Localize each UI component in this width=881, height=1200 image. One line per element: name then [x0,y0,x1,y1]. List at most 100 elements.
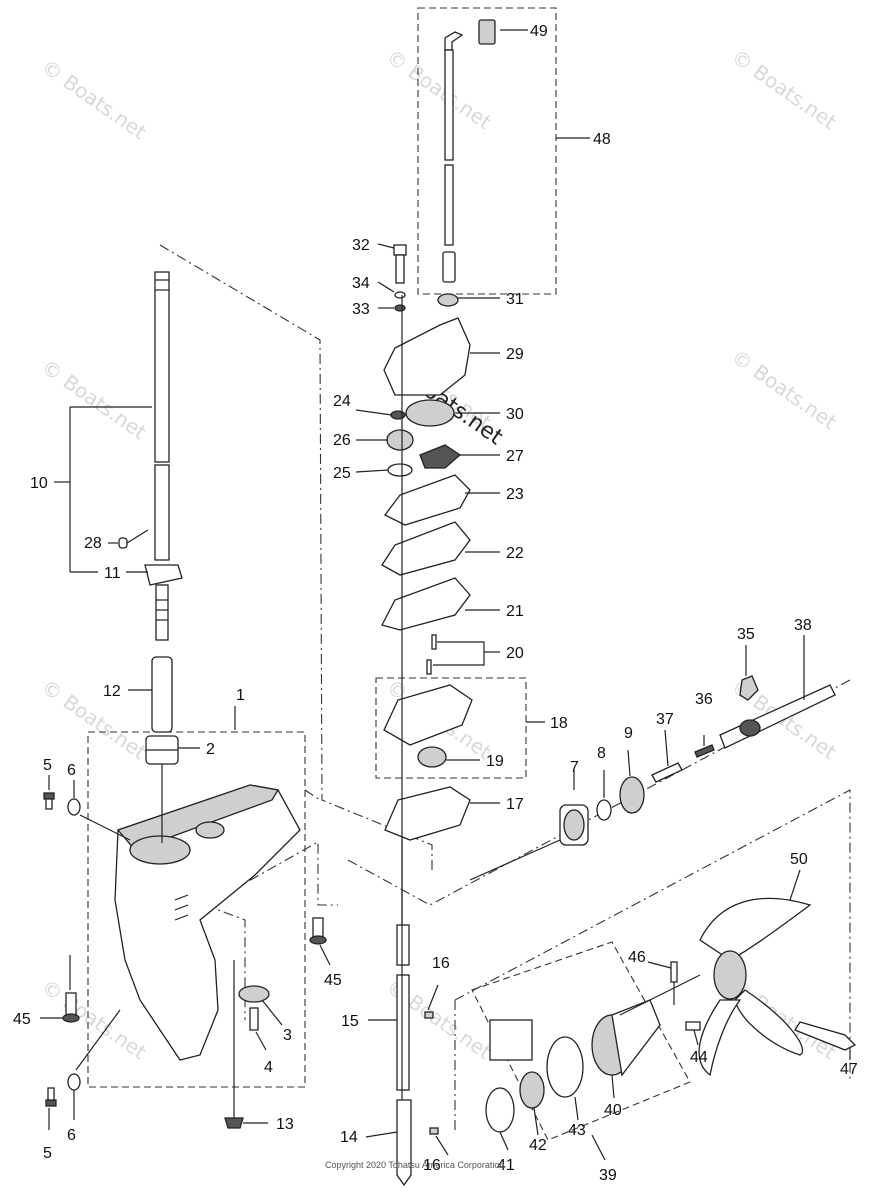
callout-25: 25 [333,465,351,482]
assembly-lines [159,244,851,1130]
liner-30 [405,399,455,427]
callout-21: 21 [506,603,524,620]
clip-49 [478,19,496,45]
callout-1: 1 [236,687,245,704]
sleeve-12 [151,656,173,733]
gasket-23 [384,474,471,526]
callout-2: 2 [206,741,215,758]
pin-28 [118,537,128,549]
washer-6a [67,798,81,816]
bolt-45a [62,992,80,1023]
callout-37: 37 [656,711,674,728]
shift-rod-upper [396,924,410,966]
callout-17: 17 [506,796,524,813]
callout-3: 3 [283,1027,292,1044]
shift-cam-14 [396,1099,412,1187]
bolt-45b [309,917,327,945]
callout-27: 27 [506,448,524,465]
callout-12: 12 [103,683,121,700]
bolt-4 [249,1007,259,1031]
callout-47: 47 [840,1061,858,1078]
propeller-50 [698,897,812,1077]
callout-6a: 6 [67,762,76,779]
gear-case [114,784,301,1061]
callout-7: 7 [570,759,579,776]
pin-16a [424,1011,434,1019]
collar-3 [238,985,270,1003]
leader-lines [40,29,851,1161]
washer-6b [67,1073,81,1091]
callout-48: 48 [593,131,611,148]
pin-16b [429,1127,439,1135]
bearing-7 [559,804,589,846]
clutch-35 [739,675,759,701]
callout-14: 14 [340,1129,358,1146]
callout-18: 18 [550,715,568,732]
watermark: © Boats.net [727,344,841,434]
washer-34 [394,291,406,299]
spring-36 [694,744,715,758]
callout-30: 30 [506,406,524,423]
pump-bolt-32 [393,244,407,284]
callout-24: 24 [333,393,351,410]
callout-34: 34 [352,275,370,292]
gasket-21 [381,577,471,631]
callout-6b: 6 [67,1127,76,1144]
copyright-text: Copyright 2020 Tohatsu America Corporati… [325,1160,504,1170]
watermark: © Boats.net [37,54,151,144]
callout-36: 36 [695,691,713,708]
callout-13: 13 [276,1116,294,1133]
watermark: © Boats.net [37,354,151,444]
pump-base-18 [383,684,473,746]
seal-19 [417,746,447,768]
callout-5b: 5 [43,1145,52,1162]
callout-31: 31 [506,291,524,308]
callout-46: 46 [628,949,646,966]
callout-29: 29 [506,346,524,363]
grommet-31 [437,293,459,307]
callout-43: 43 [568,1122,586,1139]
plate-22 [381,521,471,576]
group-box-48 [417,7,557,295]
drive-shaft [144,271,183,641]
pin-20a [431,634,437,650]
watermark: © Boats.net [727,44,841,134]
group-box-18 [375,677,527,779]
callout-4: 4 [264,1059,273,1076]
bolt-44 [685,1021,701,1031]
bolt-5a [43,792,55,810]
callouts: 1 2 3 4 5 5 6 6 7 8 9 10 11 12 13 14 15 … [13,23,858,1184]
o-ring-43 [546,1036,584,1098]
watermark: © Boats.net [37,674,151,764]
bearing-2 [145,735,179,765]
callout-10: 10 [30,475,48,492]
pin-46 [670,961,678,983]
callout-16a: 16 [432,955,450,972]
seal-26 [386,429,414,451]
callout-26: 26 [333,432,351,449]
callout-15: 15 [341,1013,359,1030]
callout-16b: 16 [423,1157,441,1174]
nut-13 [224,1117,244,1129]
washer-24 [390,410,406,420]
callout-44: 44 [690,1049,708,1066]
callout-39: 39 [599,1167,617,1184]
callout-23: 23 [506,486,524,503]
callout-49: 49 [530,23,548,40]
callout-20: 20 [506,645,524,662]
callout-9: 9 [624,725,633,742]
watermark: © Boats.net [37,974,151,1064]
callout-19: 19 [486,753,504,770]
callout-38: 38 [794,617,812,634]
callout-28: 28 [84,535,102,552]
callout-11: 11 [104,565,121,582]
gasket-17 [384,786,471,841]
water-tube [442,31,464,283]
callout-45a: 45 [13,1011,31,1028]
callout-40: 40 [604,1102,622,1119]
gear-9 [619,776,645,814]
callout-41: 41 [497,1157,515,1174]
washer-33 [394,304,406,312]
bearing-42 [519,1071,545,1109]
bolt-5b [45,1087,57,1107]
